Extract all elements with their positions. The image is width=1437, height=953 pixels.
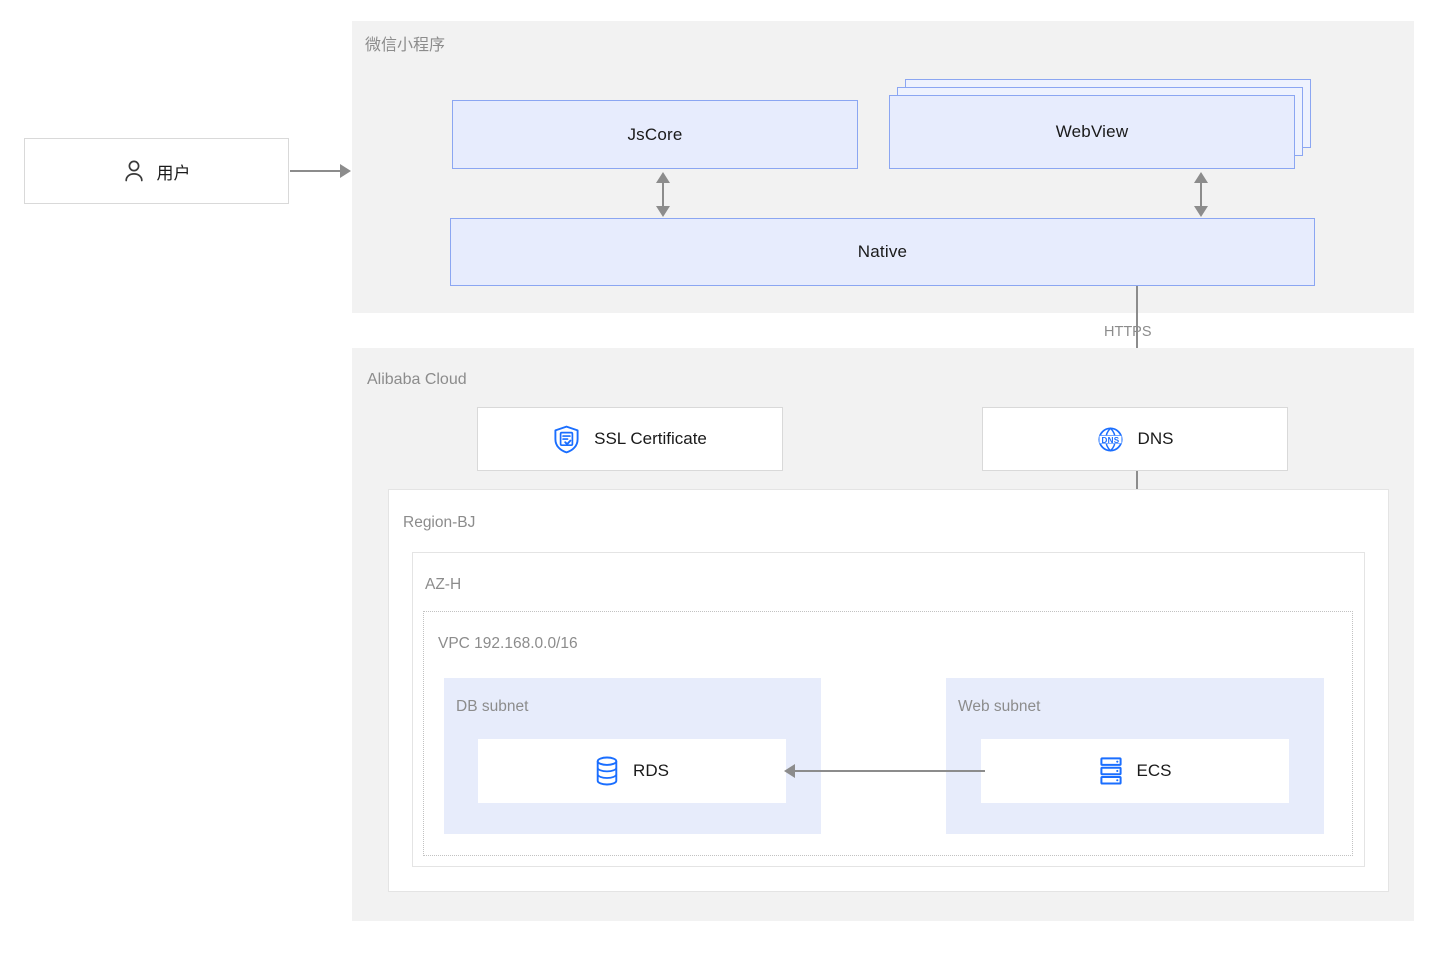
rds-label: RDS (633, 761, 669, 780)
dns-label: DNS (1137, 429, 1174, 448)
connector-ecs-to-rds (795, 770, 985, 772)
connector-webview-native-arrowhead-down (1194, 206, 1208, 217)
dns-node[interactable]: DNS DNS (982, 407, 1288, 471)
web-subnet-title: Web subnet (958, 698, 1041, 715)
cloud-panel-title: Alibaba Cloud (367, 371, 467, 388)
ecs-node[interactable]: ECS (981, 739, 1289, 803)
miniprogram-panel-title: 微信小程序 (365, 37, 446, 54)
rds-database-icon (595, 756, 619, 786)
connector-user-to-miniprogram (290, 170, 340, 172)
native-label: Native (857, 242, 908, 261)
connector-native-to-dns (1136, 286, 1138, 396)
user-icon (123, 159, 145, 183)
jscore-node[interactable]: JsCore (452, 100, 858, 169)
user-node[interactable]: 用户 (24, 138, 289, 204)
connector-jscore-native (662, 181, 664, 208)
ssl-certificate-icon (553, 425, 580, 454)
az-title: AZ-H (425, 576, 462, 593)
native-node[interactable]: Native (450, 218, 1315, 286)
connector-https-label: HTTPS (1104, 324, 1152, 340)
user-label: 用户 (156, 163, 191, 183)
connector-user-to-miniprogram-arrowhead (340, 164, 351, 178)
ssl-certificate-label: SSL Certificate (594, 429, 707, 448)
db-subnet-title: DB subnet (456, 698, 529, 715)
connector-jscore-native-arrowhead-up (656, 172, 670, 183)
connector-webview-native (1200, 181, 1202, 208)
connector-ecs-to-rds-arrowhead (784, 764, 795, 778)
connector-webview-native-arrowhead-up (1194, 172, 1208, 183)
svg-text:DNS: DNS (1101, 435, 1119, 444)
webview-node[interactable]: WebView (889, 95, 1295, 169)
ecs-label: ECS (1136, 761, 1172, 780)
webview-label: WebView (1055, 122, 1129, 141)
dns-icon: DNS (1097, 426, 1124, 453)
connector-jscore-native-arrowhead-down (656, 206, 670, 217)
region-title: Region-BJ (403, 514, 476, 531)
jscore-label: JsCore (627, 124, 683, 144)
ecs-server-icon (1099, 756, 1123, 786)
rds-node[interactable]: RDS (478, 739, 786, 803)
vpc-title: VPC 192.168.0.0/16 (438, 635, 578, 652)
ssl-certificate-node[interactable]: SSL Certificate (477, 407, 783, 471)
